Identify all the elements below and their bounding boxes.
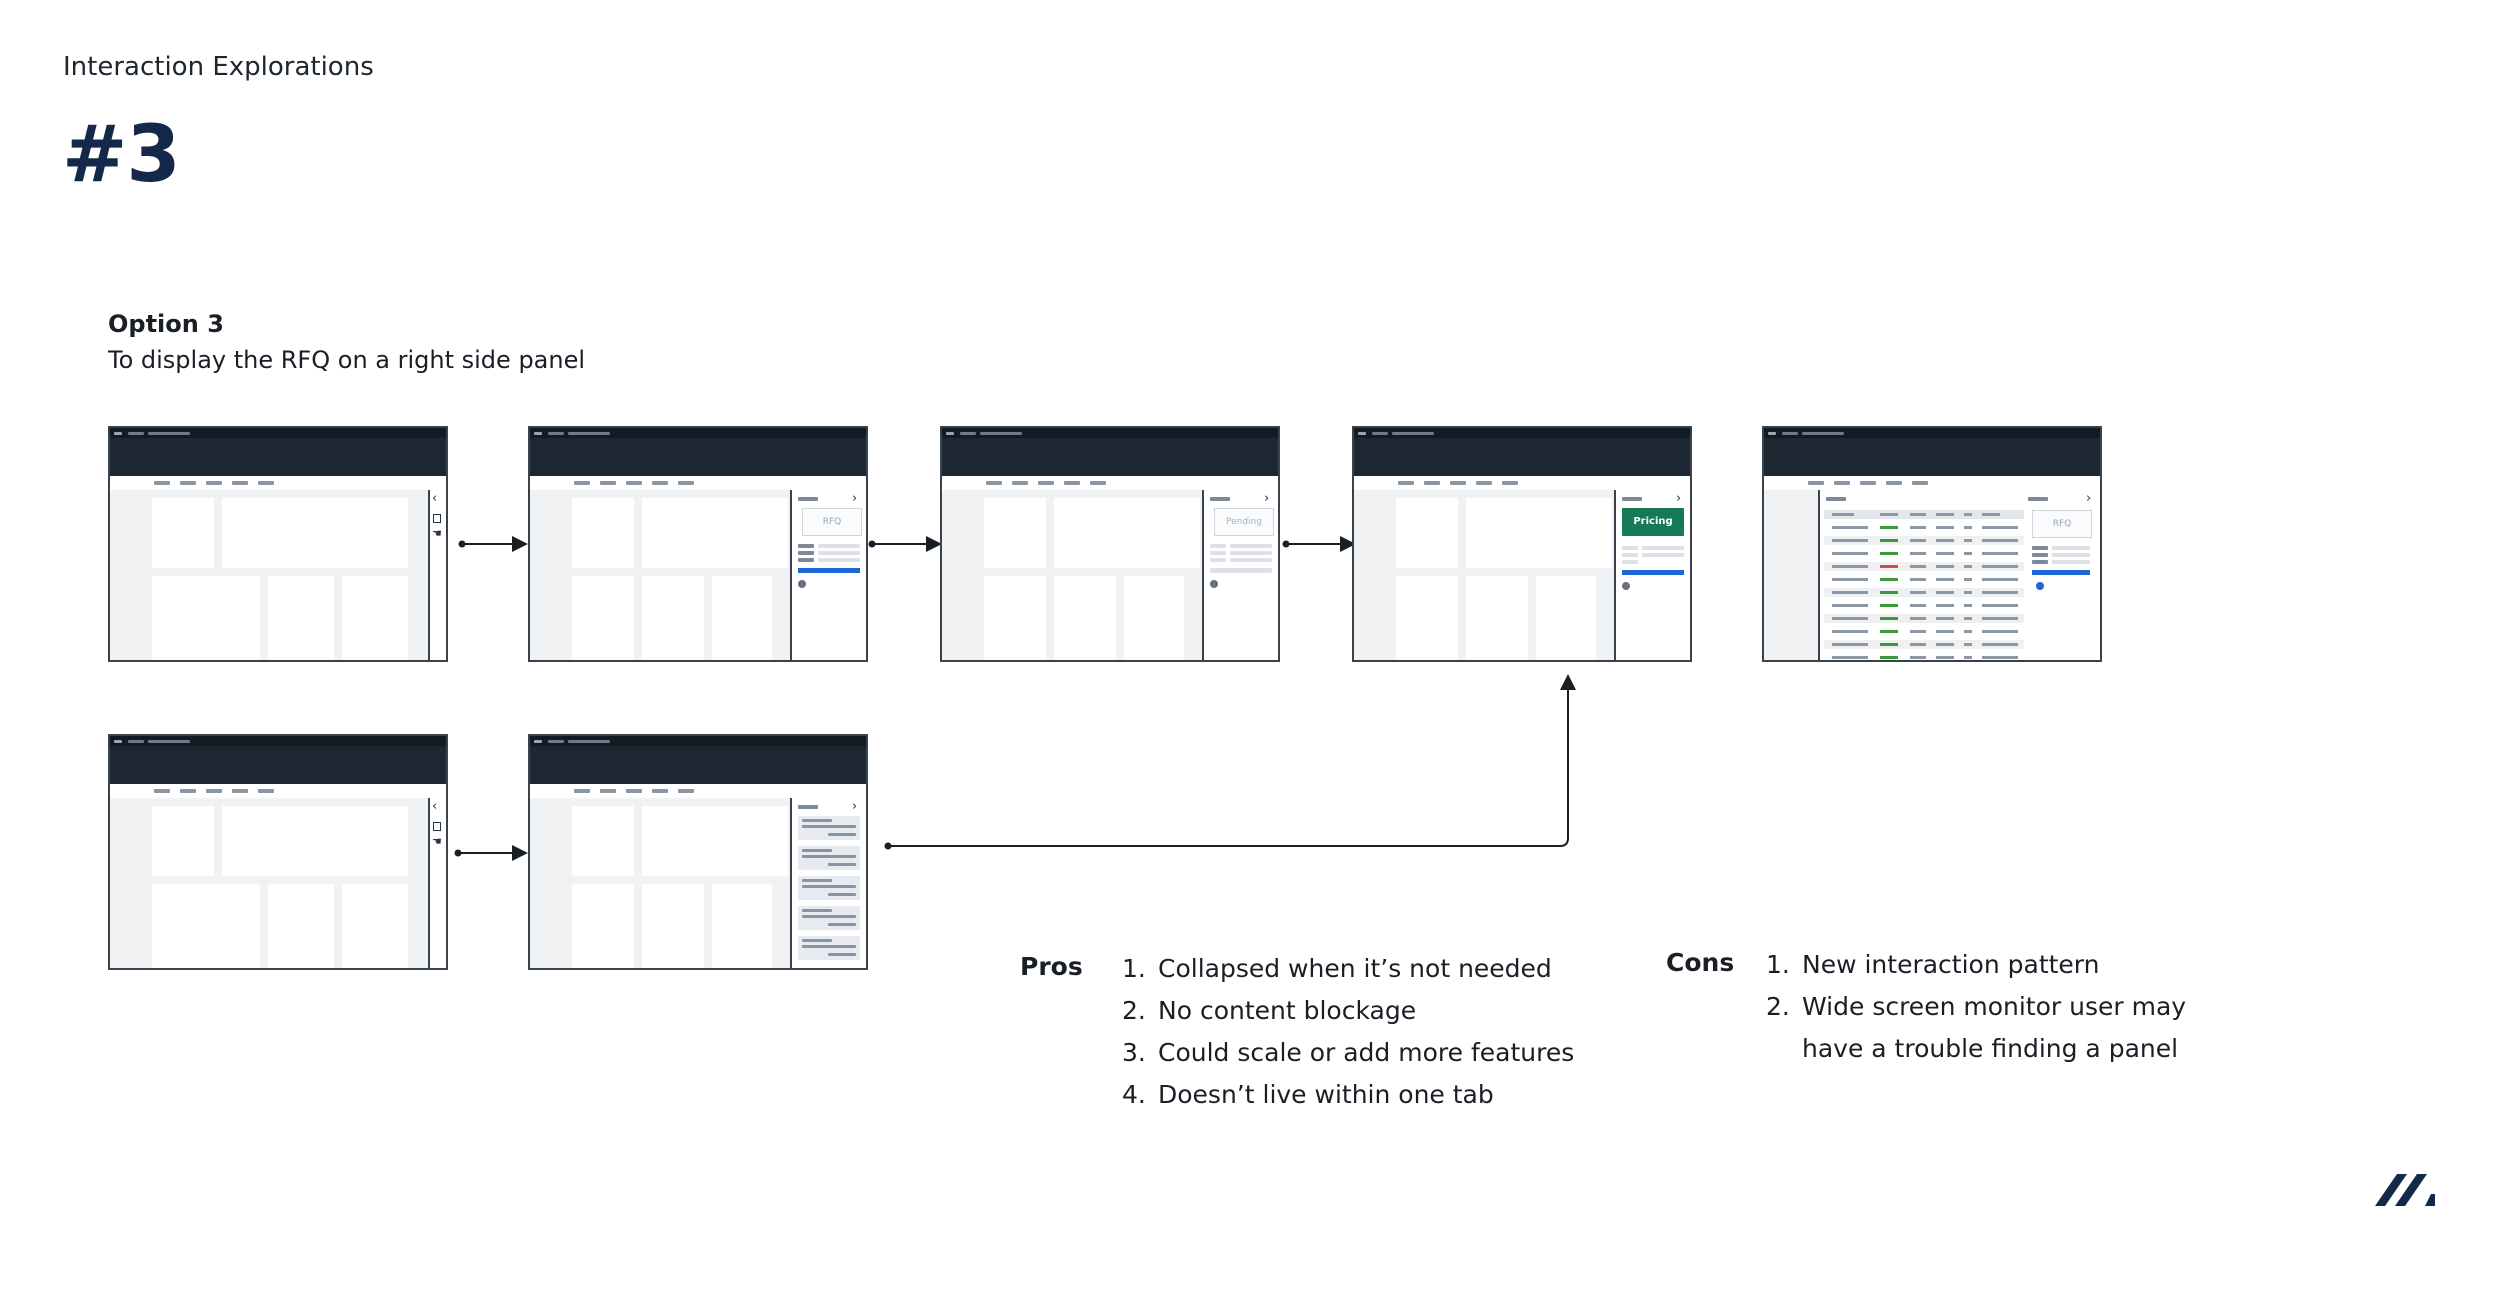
chevron-left-icon[interactable]: ‹: [432, 491, 438, 506]
chevron-right-icon[interactable]: ›: [852, 799, 858, 814]
frame-rfq-panel: › RFQ: [528, 426, 868, 662]
rfq-table: [1824, 510, 2024, 660]
rfq-button-final[interactable]: RFQ: [2032, 510, 2092, 538]
pending-button: Pending: [1214, 508, 1274, 536]
list-item: 1.Collapsed when it’s not needed: [1122, 954, 1552, 983]
frame-pricing-panel: › Pricing: [1352, 426, 1692, 662]
pros-label: Pros: [1020, 952, 1083, 981]
chevron-right-icon[interactable]: ›: [1676, 491, 1682, 506]
frame-messages-panel: ›: [528, 734, 868, 970]
arrow-2-to-3: [868, 536, 942, 552]
frame-collapsed: ‹ ☚: [108, 426, 448, 662]
document-icon: [433, 822, 441, 831]
page-number: #3: [62, 110, 181, 200]
list-item: 3.Could scale or add more features: [1122, 1038, 1575, 1067]
pricing-side-panel: › Pricing: [1614, 490, 1690, 660]
chevron-right-icon[interactable]: ›: [852, 491, 858, 506]
frame-collapsed-alt: ‹ ☚: [108, 734, 448, 970]
option-title: Option 3: [108, 310, 224, 338]
cons-list: 1.New interaction pattern 2.Wide screen …: [1766, 944, 2186, 1070]
frame-pending-panel: › Pending: [940, 426, 1280, 662]
chevron-right-icon[interactable]: ›: [2086, 491, 2092, 506]
hand-cursor-icon: ☚: [432, 527, 442, 540]
list-item: 4.Doesn’t live within one tab: [1122, 1080, 1494, 1109]
arrow-6-to-7: [454, 845, 528, 861]
option-description: To display the RFQ on a right side panel: [108, 346, 586, 374]
pros-list: 1.Collapsed when it’s not needed 2.No co…: [1122, 948, 1574, 1116]
chevron-left-icon[interactable]: ‹: [432, 799, 438, 814]
pending-side-panel: › Pending: [1202, 490, 1278, 660]
list-item: 1.New interaction pattern: [1766, 950, 2100, 979]
list-item: 2.No content blockage: [1122, 996, 1417, 1025]
frame-table-overlay: › RFQ: [1762, 426, 2102, 662]
list-item[interactable]: [798, 846, 860, 870]
list-item[interactable]: [798, 876, 860, 900]
page-eyebrow: Interaction Explorations: [63, 52, 374, 82]
rfq-button[interactable]: RFQ: [802, 508, 862, 536]
collapsed-panel-handle[interactable]: ‹ ☚: [428, 798, 446, 968]
rfq-side-panel: › RFQ: [790, 490, 866, 660]
arrow-1-to-2: [458, 536, 528, 552]
list-item[interactable]: [798, 906, 860, 930]
brand-logo-icon: [2375, 1174, 2435, 1206]
arrow-7-to-4: [884, 674, 1576, 850]
list-item: have a trouble finding a panel: [1802, 1034, 2179, 1063]
messages-side-panel: ›: [790, 798, 866, 968]
list-item[interactable]: [798, 936, 860, 960]
chevron-right-icon[interactable]: ›: [1264, 491, 1270, 506]
list-item[interactable]: [798, 816, 860, 840]
hand-cursor-icon: ☚: [432, 835, 442, 848]
document-icon[interactable]: [433, 514, 441, 523]
list-item: 2.Wide screen monitor user may: [1766, 992, 2187, 1021]
pricing-button[interactable]: Pricing: [1622, 508, 1684, 536]
arrow-3-to-4: [1282, 536, 1356, 552]
collapsed-panel-handle[interactable]: ‹ ☚: [428, 490, 446, 660]
cons-label: Cons: [1666, 948, 1735, 977]
expanded-panel: › RFQ: [1818, 490, 2100, 660]
